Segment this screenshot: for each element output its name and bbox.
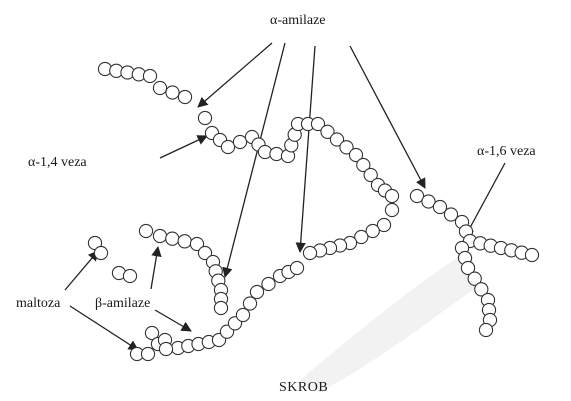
glucose-unit: [384, 202, 400, 218]
glucose-unit: [152, 80, 168, 96]
glucose-unit: [354, 229, 369, 245]
alpha-1-6-bond-arrow: [464, 162, 506, 238]
glucose-unit: [421, 194, 436, 209]
glucose-unit: [261, 276, 276, 292]
alpha-1-6-bond-label: α-1,6 veza: [477, 144, 536, 159]
glucose-unit: [339, 140, 354, 155]
glucose-unit: [269, 146, 284, 162]
glucose-unit: [384, 188, 400, 204]
glucose-unit: [320, 124, 335, 139]
maltose-arrow-upper: [64, 250, 99, 291]
glucose-unit: [409, 188, 425, 204]
glucose-unit: [165, 231, 180, 246]
glucose-unit: [177, 234, 192, 249]
glucose-unit: [213, 300, 229, 316]
alpha-amylase-arrow-1: [197, 42, 273, 108]
maltose-top: [87, 235, 109, 261]
chain-bottom: [170, 260, 305, 356]
chain-top-left: [97, 61, 193, 105]
alpha-amylase-arrow-4: [349, 45, 426, 189]
alpha-amylase-label: α-amilaze: [270, 13, 326, 28]
arrows-layer: [64, 42, 506, 351]
glucose-unit: [376, 217, 392, 233]
glucose-unit: [142, 68, 158, 84]
chain-right-down: [454, 240, 498, 338]
glucose-unit: [152, 228, 168, 244]
chain-right-branch: [409, 188, 540, 263]
glucose-unit: [443, 207, 459, 222]
chain-mid-hook: [138, 223, 229, 316]
starch-caption: SKROB: [279, 380, 328, 395]
glucose-unit: [348, 147, 364, 163]
glucose-unit: [197, 110, 213, 126]
glucose-unit: [478, 322, 494, 338]
glucose-unit: [257, 144, 273, 160]
glucose-unit: [122, 268, 138, 284]
glucose-unit: [197, 245, 213, 261]
alpha-amylase-arrow-2: [222, 42, 286, 279]
alpha-1-4-bond-arrow: [159, 135, 208, 159]
beta-amylase-arrow-upper: [150, 245, 162, 290]
maltose-label: maltoza: [16, 296, 61, 311]
glucose-unit: [289, 260, 305, 276]
glucose-unit: [432, 199, 448, 215]
maltose-middle: [111, 265, 138, 284]
beta-amylase-arrow-lower: [154, 309, 192, 332]
alpha-amylase-arrow-3: [295, 45, 316, 254]
glucose-unit: [356, 157, 371, 173]
glucose-unit: [467, 271, 482, 286]
glucose-unit: [249, 284, 265, 300]
glucose-unit: [93, 245, 109, 261]
glucose-unit: [460, 260, 476, 276]
glucose-unit: [165, 85, 180, 100]
glucose-unit: [242, 296, 258, 311]
alpha-1-4-bond-label: α-1,4 veza: [28, 155, 87, 170]
glucose-unit: [310, 116, 326, 132]
chain-main: [197, 110, 400, 261]
glucose-chains-layer: [87, 61, 540, 362]
glucose-unit: [158, 341, 174, 357]
glucose-unit: [232, 134, 248, 150]
glucose-unit: [329, 132, 345, 147]
glucose-bottom-pair: [157, 332, 174, 357]
glucose-unit: [189, 236, 205, 252]
glucose-unit: [220, 139, 236, 155]
maltose-arrow-lower: [69, 305, 139, 351]
maltose-bottom: [129, 346, 156, 362]
glucose-unit: [140, 346, 156, 362]
glucose-unit: [177, 89, 193, 105]
background-shadow: [300, 250, 480, 392]
glucose-unit: [302, 245, 318, 261]
glucose-unit: [524, 247, 540, 263]
glucose-unit: [138, 223, 154, 239]
glucose-unit: [365, 223, 380, 239]
beta-amylase-label: β-amilaze: [95, 296, 150, 311]
glucose-unit: [363, 167, 378, 183]
glucose-unit: [235, 307, 251, 323]
glucose-unit: [144, 325, 160, 341]
glucose-unit: [474, 282, 489, 297]
